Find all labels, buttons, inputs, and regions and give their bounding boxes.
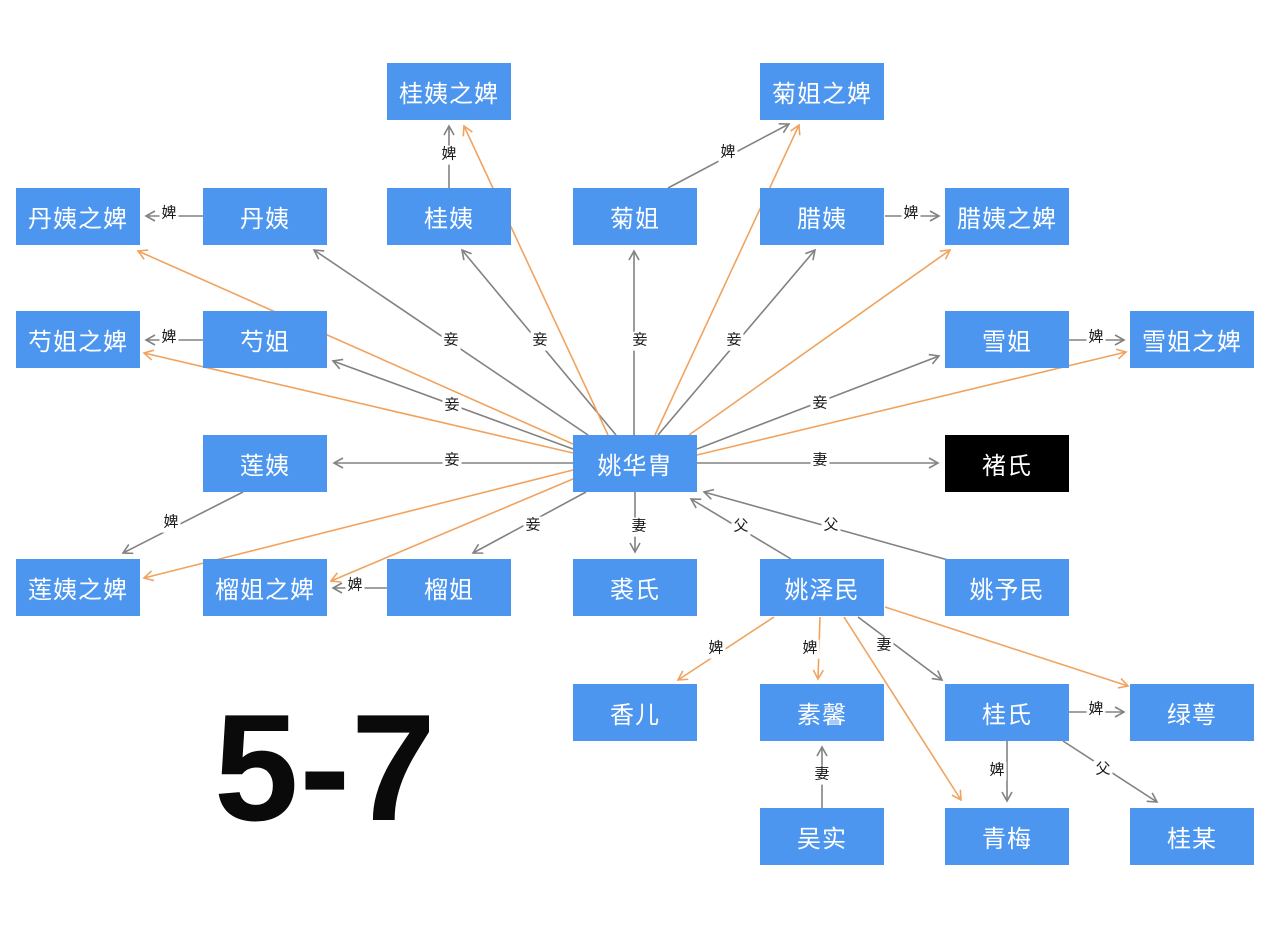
- edge-yao_huazhou-to-liu_jie_bi: [329, 478, 574, 583]
- edge-label-yao_zemin-to-su_xin: 婢: [800, 639, 820, 659]
- edge-yao_huazhou-to-dan_yi_bi: [136, 249, 574, 445]
- edge-yao_zemin-to-xiang_er: [676, 616, 775, 681]
- node-liu-jie: 榴姐: [387, 559, 511, 616]
- node-yao-yumin: 姚予民: [945, 559, 1069, 616]
- node-shao-jie: 芍姐: [203, 311, 327, 368]
- edge-lian_yi-to-lian_yi_bi: [121, 491, 244, 555]
- node-label: 桂氏: [982, 702, 1032, 729]
- edge-label-yao_zemin-to-yao_huazhou: 父: [731, 517, 751, 537]
- node-shao-jie-bi: 芍姐之婢: [16, 311, 140, 368]
- edge-label-yao_huazhou-to-chu_shi: 妻: [810, 451, 830, 471]
- node-label: 腊姨: [797, 206, 847, 233]
- edge-label-gui_shi-to-lv_e: 婢: [1086, 700, 1106, 720]
- node-ju-jie-bi: 菊姐之婢: [760, 63, 884, 120]
- node-dan-yi-bi: 丹姨之婢: [16, 188, 140, 245]
- node-label: 菊姐之婢: [772, 81, 872, 108]
- node-liu-jie-bi: 榴姐之婢: [203, 559, 327, 616]
- node-yao-huazhou: 姚华胄: [573, 435, 697, 492]
- node-dan-yi: 丹姨: [203, 188, 327, 245]
- node-gui-yi: 桂姨: [387, 188, 511, 245]
- node-ju-jie: 菊姐: [573, 188, 697, 245]
- node-label: 姚华胄: [597, 453, 673, 480]
- node-lian-yi-bi: 莲姨之婢: [16, 559, 140, 616]
- node-gui-yi-bi: 桂姨之婢: [387, 63, 511, 120]
- node-label: 青梅: [982, 826, 1032, 853]
- node-label: 褚氏: [982, 453, 1032, 480]
- node-label: 雪姐: [982, 329, 1032, 356]
- node-label: 莲姨: [240, 453, 290, 480]
- node-gui-shi: 桂氏: [945, 684, 1069, 741]
- edge-label-wu_shi-to-su_xin: 妻: [812, 765, 832, 785]
- node-xue-jie-bi: 雪姐之婢: [1130, 311, 1254, 368]
- edge-label-yao_huazhou-to-gui_yi: 妾: [530, 331, 550, 351]
- node-qiu-shi: 裘氏: [573, 559, 697, 616]
- node-label: 腊姨之婢: [957, 206, 1057, 233]
- edge-label-shao_jie-to-shao_jie_bi: 婢: [159, 328, 179, 348]
- edge-label-yao_huazhou-to-lian_yi: 妾: [442, 451, 462, 471]
- node-su-xin: 素馨: [760, 684, 884, 741]
- node-label: 榴姐之婢: [215, 577, 315, 604]
- edge-label-xue_jie-to-xue_jie_bi: 婢: [1086, 328, 1106, 348]
- edge-yao_zemin-to-qing_mei: [843, 616, 962, 802]
- node-label: 桂某: [1167, 826, 1217, 853]
- edge-label-yao_huazhou-to-liu_jie: 妾: [523, 516, 543, 536]
- node-label: 香儿: [610, 702, 660, 729]
- node-wu-shi: 吴实: [760, 808, 884, 865]
- node-la-yi: 腊姨: [760, 188, 884, 245]
- edge-yao_huazhou-to-xue_jie_bi: [696, 348, 1128, 456]
- edge-label-yao_huazhou-to-shao_jie: 妾: [442, 396, 462, 416]
- edge-yao_zemin-to-lv_e: [884, 606, 1130, 689]
- node-yao-zemin: 姚泽民: [760, 559, 884, 616]
- node-label: 菊姐: [610, 206, 660, 233]
- node-label: 丹姨之婢: [28, 206, 128, 233]
- edge-label-yao_yumin-to-yao_huazhou: 父: [821, 516, 841, 536]
- node-label: 桂姨之婢: [399, 81, 499, 108]
- edge-label-yao_huazhou-to-la_yi: 妾: [724, 331, 744, 351]
- edge-label-lian_yi-to-lian_yi_bi: 婢: [161, 513, 181, 533]
- node-lian-yi: 莲姨: [203, 435, 327, 492]
- edge-label-gui_yi-to-gui_yi_bi: 婢: [439, 145, 459, 165]
- edge-label-ju_jie-to-ju_jie_bi: 婢: [718, 143, 738, 163]
- edge-label-yao_huazhou-to-xue_jie: 妾: [810, 394, 830, 414]
- node-xue-jie: 雪姐: [945, 311, 1069, 368]
- edge-label-gui_shi-to-qing_mei: 婢: [987, 761, 1007, 781]
- edge-yao_huazhou-to-la_yi_bi: [688, 249, 952, 436]
- node-xiang-er: 香儿: [573, 684, 697, 741]
- node-label: 裘氏: [610, 577, 660, 604]
- edge-label-yao_huazhou-to-dan_yi: 妾: [441, 331, 461, 351]
- edge-yao_huazhou-to-ju_jie_bi: [654, 123, 801, 436]
- node-label: 雪姐之婢: [1142, 329, 1242, 356]
- edge-label-liu_jie-to-liu_jie_bi: 婢: [345, 576, 365, 596]
- node-lv-e: 绿萼: [1130, 684, 1254, 741]
- node-qing-mei: 青梅: [945, 808, 1069, 865]
- node-chu-shi: 褚氏: [945, 435, 1069, 492]
- edge-label-yao_huazhou-to-qiu_shi: 妻: [629, 517, 649, 537]
- edge-label-yao_zemin-to-xiang_er: 婢: [706, 639, 726, 659]
- node-label: 素馨: [797, 702, 847, 729]
- edge-label-gui_shi-to-gui_mou: 父: [1093, 760, 1113, 780]
- edge-label-yao_zemin-to-gui_shi: 妻: [874, 636, 894, 656]
- node-label: 姚予民: [969, 577, 1045, 604]
- edge-label-yao_huazhou-to-ju_jie: 妾: [630, 331, 650, 351]
- node-label: 桂姨: [424, 206, 474, 233]
- edge-yao_huazhou-to-gui_yi_bi: [462, 124, 609, 436]
- node-label: 芍姐: [240, 329, 290, 356]
- node-label: 丹姨: [240, 206, 290, 233]
- node-label: 芍姐之婢: [28, 329, 128, 356]
- node-label: 吴实: [797, 826, 847, 853]
- node-la-yi-bi: 腊姨之婢: [945, 188, 1069, 245]
- edge-yao_zemin-to-gui_shi: [857, 616, 944, 681]
- edge-yao_huazhou-to-shao_jie_bi: [142, 349, 574, 454]
- node-label: 姚泽民: [784, 577, 860, 604]
- edge-label-la_yi-to-la_yi_bi: 婢: [901, 204, 921, 224]
- node-gui-mou: 桂某: [1130, 808, 1254, 865]
- node-label: 榴姐: [424, 577, 474, 604]
- figure-label: 5-7: [214, 683, 437, 853]
- node-label: 莲姨之婢: [28, 577, 128, 604]
- node-label: 绿萼: [1167, 702, 1217, 729]
- edge-label-dan_yi-to-dan_yi_bi: 婢: [159, 204, 179, 224]
